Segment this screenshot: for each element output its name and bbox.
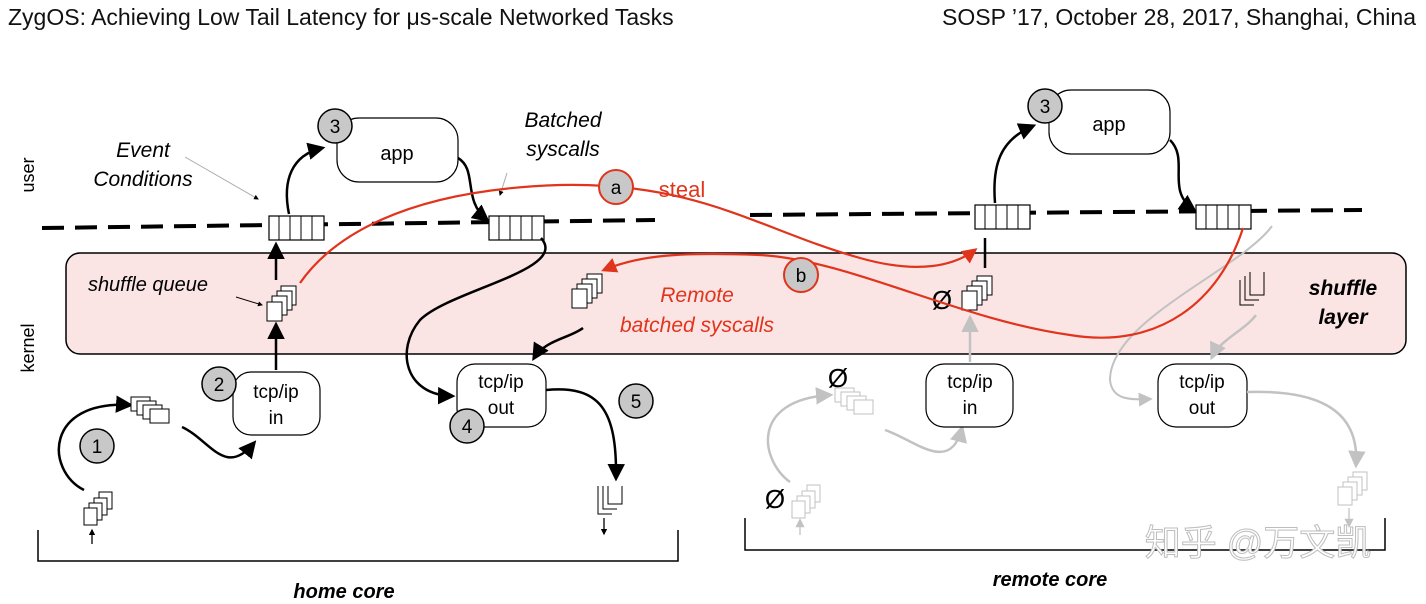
- tcpip-in-home-line1: tcp/ip: [253, 382, 298, 403]
- watermark: 知乎 @万文凯: [1145, 522, 1372, 563]
- remote-syscall-path: [601, 227, 1245, 339]
- remote-syscall-stack-home: [571, 273, 603, 309]
- packet-queue-home: [130, 396, 170, 424]
- home-core-bracket: [37, 530, 679, 562]
- empty-shuffle-remote: Ø: [932, 285, 952, 315]
- tcpip-out-home-line1: tcp/ip: [478, 372, 523, 393]
- step-4: [449, 408, 485, 444]
- step-a: [598, 169, 634, 205]
- step-2: [201, 366, 237, 402]
- step-b-label: b: [796, 266, 807, 287]
- tcpip-in-box-home: [232, 371, 321, 436]
- tx-packet-stack-home: [597, 486, 623, 515]
- batched-syscalls-line1: Batched: [524, 109, 602, 132]
- syscall-queue-remote: [1195, 204, 1252, 230]
- user-kernel-boundary-home: [41, 218, 656, 230]
- step-3-remote: [1027, 88, 1063, 124]
- remote-core-bracket: [744, 518, 1386, 551]
- tcpip-in-home-line2: in: [269, 408, 284, 429]
- remote-batched-line2: batched syscalls: [620, 314, 775, 337]
- step-5: [618, 383, 654, 419]
- step-a-label: a: [611, 178, 622, 199]
- packet-queue-remote: [834, 387, 874, 415]
- tcpip-in-box-remote: [925, 363, 1014, 428]
- empty-packets-remote-1: Ø: [828, 363, 848, 393]
- tcpip-out-remote-line1: tcp/ip: [1179, 372, 1224, 393]
- shuffle-queue-label: shuffle queue: [88, 274, 208, 296]
- app-home-label: app: [380, 143, 413, 165]
- tx-packet-stack-remote: [1337, 471, 1368, 506]
- tcpip-out-home-line2: out: [488, 398, 515, 419]
- batched-syscalls-line2: syscalls: [526, 138, 600, 161]
- shuffle-layer-line2: layer: [1318, 306, 1369, 329]
- remote-syscall-stack-remote: [1239, 272, 1265, 306]
- rx-packet-stack-home: [83, 491, 113, 526]
- remote-core-label: remote core: [993, 569, 1108, 591]
- syscall-queue-home: [488, 215, 545, 241]
- user-label: user: [18, 157, 38, 192]
- empty-packets-remote-2: Ø: [765, 484, 785, 514]
- shuffle-queue-remote-stack: [961, 275, 993, 311]
- shuffle-layer-band: [65, 252, 1407, 355]
- tcpip-out-box-home: [456, 363, 547, 428]
- step-1: [79, 428, 115, 464]
- event-conditions-line2: Conditions: [93, 168, 193, 191]
- shuffle-layer-line1: shuffle: [1309, 277, 1378, 300]
- step-3-remote-label: 3: [1040, 97, 1051, 118]
- user-kernel-boundary-remote: [749, 208, 1363, 217]
- step-3-home-label: 3: [330, 117, 341, 138]
- remote-batched-line1: Remote: [660, 284, 734, 307]
- step-3-home: [317, 108, 353, 144]
- home-core-label: home core: [293, 581, 394, 603]
- shuffle-queue-home-stack: [266, 285, 297, 322]
- step-5-label: 5: [631, 392, 642, 413]
- steal-path: [299, 183, 978, 284]
- step-b: [783, 257, 819, 293]
- step-2-label: 2: [214, 375, 225, 396]
- app-remote-label: app: [1092, 114, 1125, 136]
- step-4-label: 4: [462, 417, 473, 438]
- app-box-home: [336, 117, 459, 183]
- tcpip-out-box-remote: [1157, 363, 1248, 428]
- step-1-label: 1: [92, 437, 103, 458]
- steal-label: steal: [659, 177, 705, 202]
- kernel-label: kernel: [18, 323, 38, 372]
- header-title: ZygOS: Achieving Low Tail Latency for μs…: [8, 4, 674, 30]
- tcpip-in-remote-line1: tcp/ip: [947, 372, 992, 393]
- header-venue: SOSP ’17, October 28, 2017, Shanghai, Ch…: [942, 4, 1416, 30]
- rx-packet-stack-remote: [791, 484, 821, 519]
- event-queue-home: [268, 215, 325, 241]
- tcpip-in-remote-line2: in: [963, 398, 978, 419]
- tcpip-out-remote-line2: out: [1189, 398, 1216, 419]
- event-queue-remote: [974, 204, 1031, 230]
- event-conditions-line1: Event: [116, 139, 171, 162]
